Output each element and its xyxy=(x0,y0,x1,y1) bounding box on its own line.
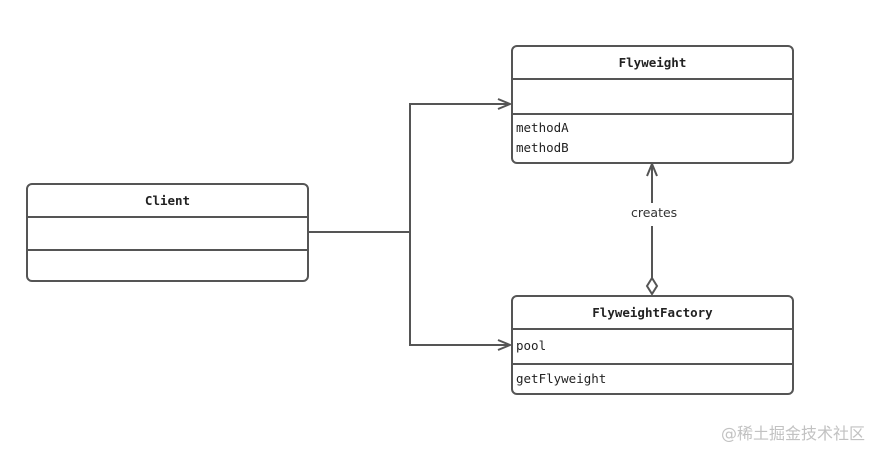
flyweight-factory-methods-section: getFlyweight xyxy=(513,363,792,393)
flyweight-factory-method-get-flyweight: getFlyweight xyxy=(516,371,607,386)
client-to-factory-line xyxy=(409,232,508,346)
flyweight-factory-class[interactable]: FlyweightFactory pool getFlyweight xyxy=(511,295,794,395)
flyweight-factory-attribute-pool: pool xyxy=(516,338,547,353)
flyweight-methods-section: methodA methodB xyxy=(513,113,792,162)
flyweight-method-method-a: methodA xyxy=(516,120,569,135)
aggregation-diamond-icon xyxy=(645,276,659,296)
flyweight-class[interactable]: Flyweight methodA methodB xyxy=(511,45,794,164)
flyweight-attributes-section xyxy=(513,78,792,113)
client-to-flyweight-line xyxy=(308,103,508,233)
flyweight-method-method-b: methodB xyxy=(516,140,569,155)
client-class[interactable]: Client xyxy=(26,183,309,282)
client-to-flyweight-arrowhead xyxy=(497,98,513,110)
creates-arrowhead xyxy=(646,161,658,177)
factory-creates-flyweight-connector xyxy=(645,161,659,296)
flyweight-factory-class-name: FlyweightFactory xyxy=(592,305,713,320)
client-attributes-section xyxy=(28,216,307,249)
client-to-factory-arrowhead xyxy=(497,339,513,351)
client-to-flyweight-connector xyxy=(308,98,513,233)
client-methods-section xyxy=(28,249,307,280)
watermark-text: @稀土掘金技术社区 xyxy=(720,424,865,443)
flyweight-factory-attributes-section: pool xyxy=(513,328,792,363)
client-to-factory-connector xyxy=(409,232,513,351)
creates-relation-label: creates xyxy=(629,205,680,220)
flyweight-class-name: Flyweight xyxy=(618,55,687,70)
client-class-name: Client xyxy=(144,193,191,208)
